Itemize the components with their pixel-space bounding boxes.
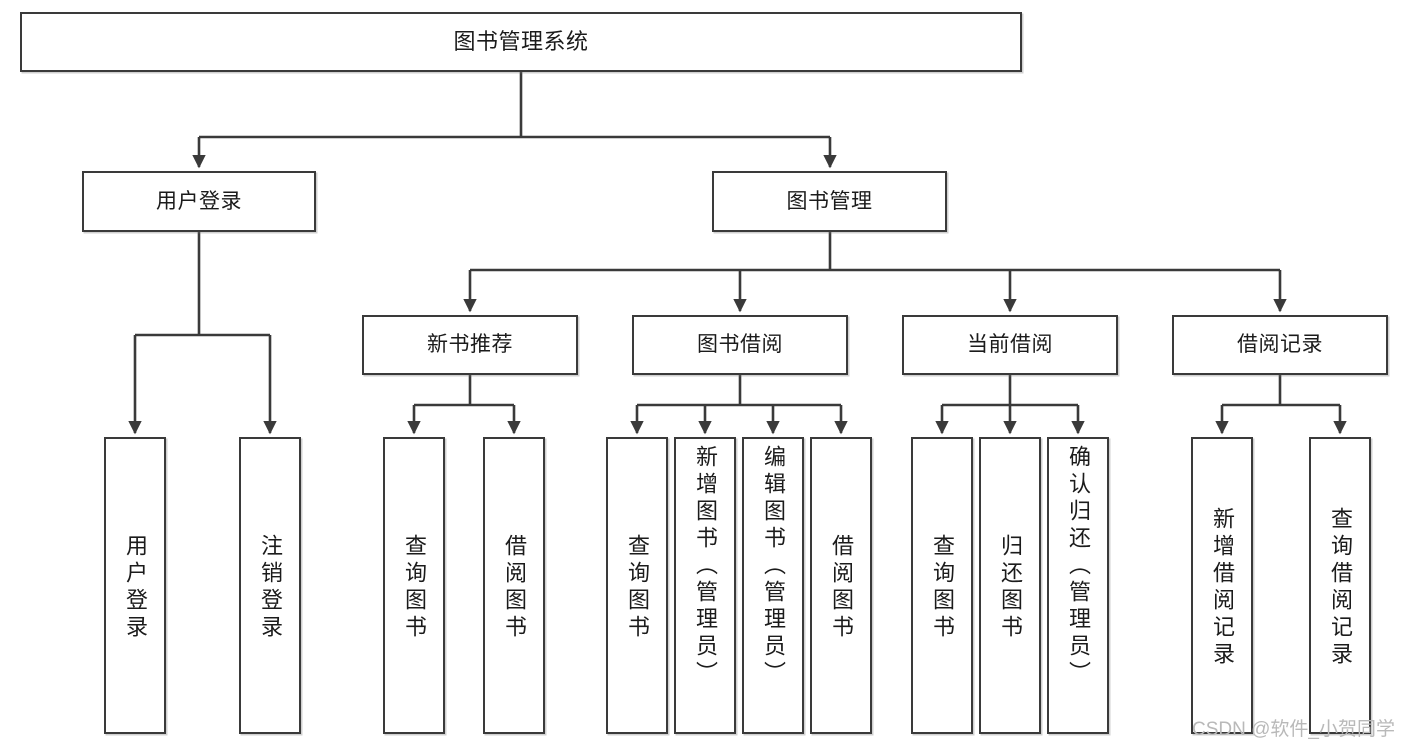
node-user-login-label: 用户登录 [156,189,242,213]
node-new-book-recommend-label: 新书推荐 [427,333,513,357]
node-borrow-record-label: 借阅记录 [1237,333,1323,357]
node-new-book-recommend[interactable]: 新书推荐 [362,315,578,375]
leaf-query-book-current[interactable]: 查询图书 [911,437,973,734]
node-book-borrow-label: 图书借阅 [697,333,783,357]
csdn-watermark: CSDN @软件_小贺同学 [1192,719,1395,740]
leaf-borrow-book-newbook[interactable]: 借阅图书 [483,437,545,734]
node-book-borrow[interactable]: 图书借阅 [632,315,848,375]
leaf-borrow-book[interactable]: 借阅图书 [810,437,872,734]
leaf-return-book[interactable]: 归还图书 [979,437,1041,734]
leaf-add-borrow-record[interactable]: 新增借阅记录 [1191,437,1253,734]
leaf-edit-book-admin[interactable]: 编辑图书（管理员） [742,437,804,734]
leaf-return-book-label: 归还图书 [998,533,1023,642]
leaf-query-book-newbook[interactable]: 查询图书 [383,437,445,734]
node-current-borrow-label: 当前借阅 [967,333,1053,357]
leaf-user-login[interactable]: 用户登录 [104,437,166,734]
leaf-query-borrow-record[interactable]: 查询借阅记录 [1309,437,1371,734]
leaf-query-book-newbook-label: 查询图书 [402,533,427,642]
leaf-edit-book-admin-label: 编辑图书（管理员） [761,445,786,688]
leaf-logout[interactable]: 注销登录 [239,437,301,734]
leaf-add-book-admin[interactable]: 新增图书（管理员） [674,437,736,734]
node-book-manage-label: 图书管理 [786,189,873,213]
node-book-manage[interactable]: 图书管理 [712,171,947,232]
leaf-confirm-return-admin[interactable]: 确认归还（管理员） [1047,437,1109,734]
leaf-user-login-label: 用户登录 [123,533,148,642]
leaf-query-book-borrow-label: 查询图书 [625,533,650,642]
leaf-logout-label: 注销登录 [258,533,283,642]
leaf-confirm-return-admin-label: 确认归还（管理员） [1066,445,1091,688]
node-current-borrow[interactable]: 当前借阅 [902,315,1118,375]
node-borrow-record[interactable]: 借阅记录 [1172,315,1388,375]
leaf-add-book-admin-label: 新增图书（管理员） [693,445,718,688]
node-user-login[interactable]: 用户登录 [82,171,316,232]
leaf-borrow-book-label: 借阅图书 [829,533,854,642]
leaf-borrow-book-newbook-label: 借阅图书 [502,533,527,642]
leaf-query-book-borrow[interactable]: 查询图书 [606,437,668,734]
node-root[interactable]: 图书管理系统 [20,12,1022,72]
node-root-label: 图书管理系统 [453,28,589,54]
leaf-add-borrow-record-label: 新增借阅记录 [1210,506,1235,669]
leaf-query-book-current-label: 查询图书 [930,533,955,642]
leaf-query-borrow-record-label: 查询借阅记录 [1328,506,1353,669]
